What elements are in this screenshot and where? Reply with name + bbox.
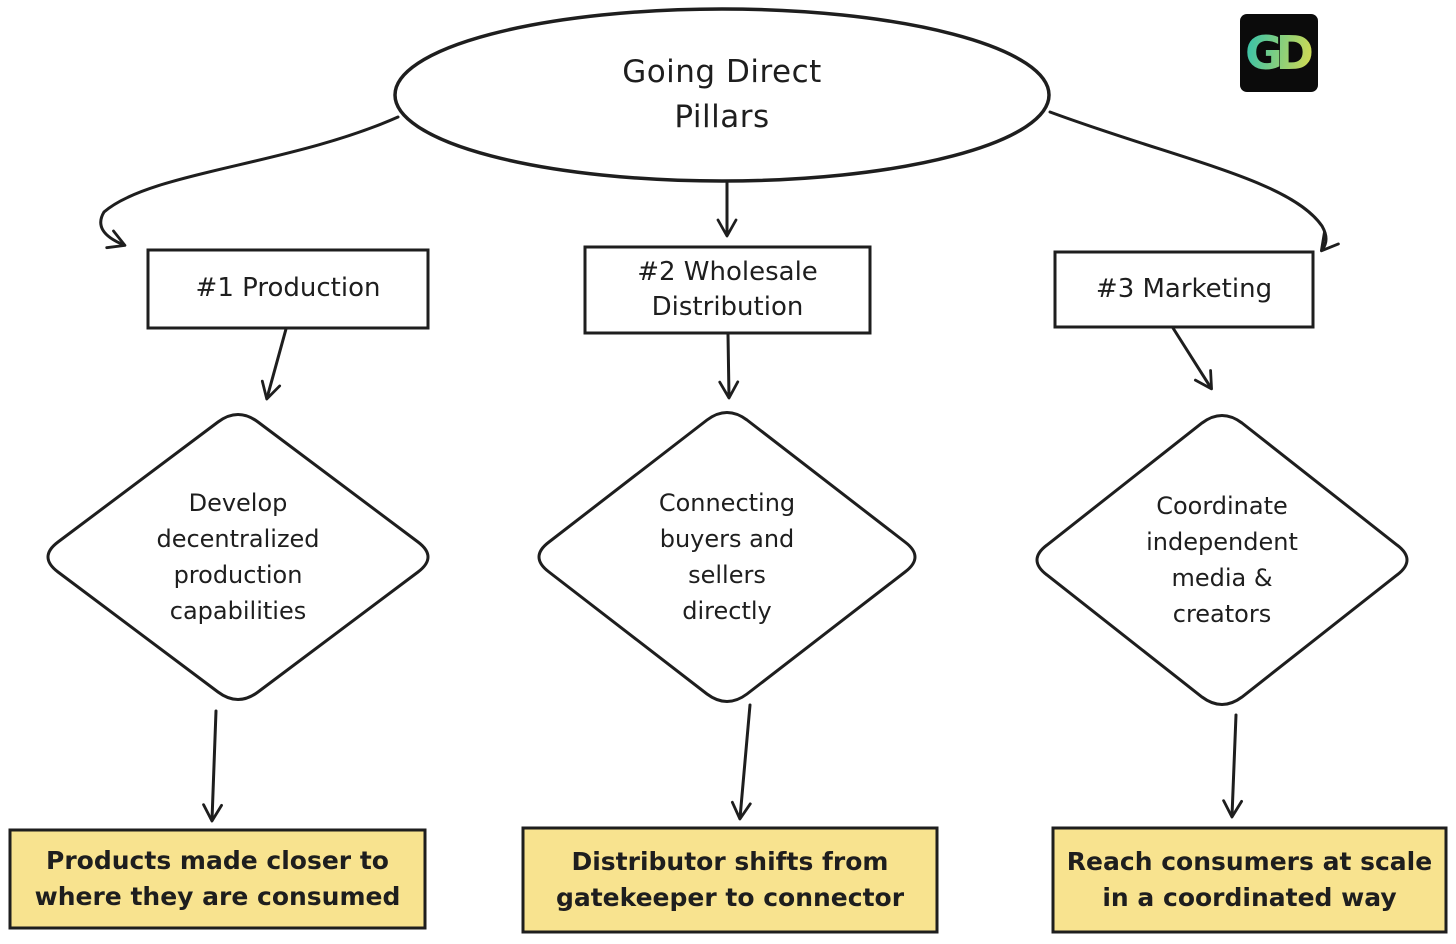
arrow-diamond-to-outcome-3 (1222, 713, 1243, 819)
arrow-distribution-to-diamond (718, 332, 740, 400)
arrow-root-to-production (99, 115, 400, 250)
marketing-outcome-box (1051, 826, 1448, 934)
distribution-box (583, 245, 872, 335)
root-ellipse (393, 7, 1051, 183)
distribution-diamond (537, 411, 917, 703)
arrow-diamond-to-outcome-1 (202, 709, 223, 823)
going-direct-logo: GD (1240, 14, 1318, 92)
production-box (146, 248, 430, 330)
arrow-production-to-diamond (260, 327, 288, 401)
production-diamond (46, 413, 430, 701)
going-direct-logo-monogram: GD (1245, 26, 1314, 80)
arrow-marketing-to-diamond (1171, 326, 1213, 391)
arrow-root-to-marketing (1048, 110, 1340, 253)
marketing-diamond (1035, 414, 1409, 706)
arrow-diamond-to-outcome-2 (730, 703, 752, 821)
distribution-outcome-box (521, 826, 939, 934)
production-outcome-box (8, 828, 427, 930)
marketing-box (1053, 250, 1315, 329)
